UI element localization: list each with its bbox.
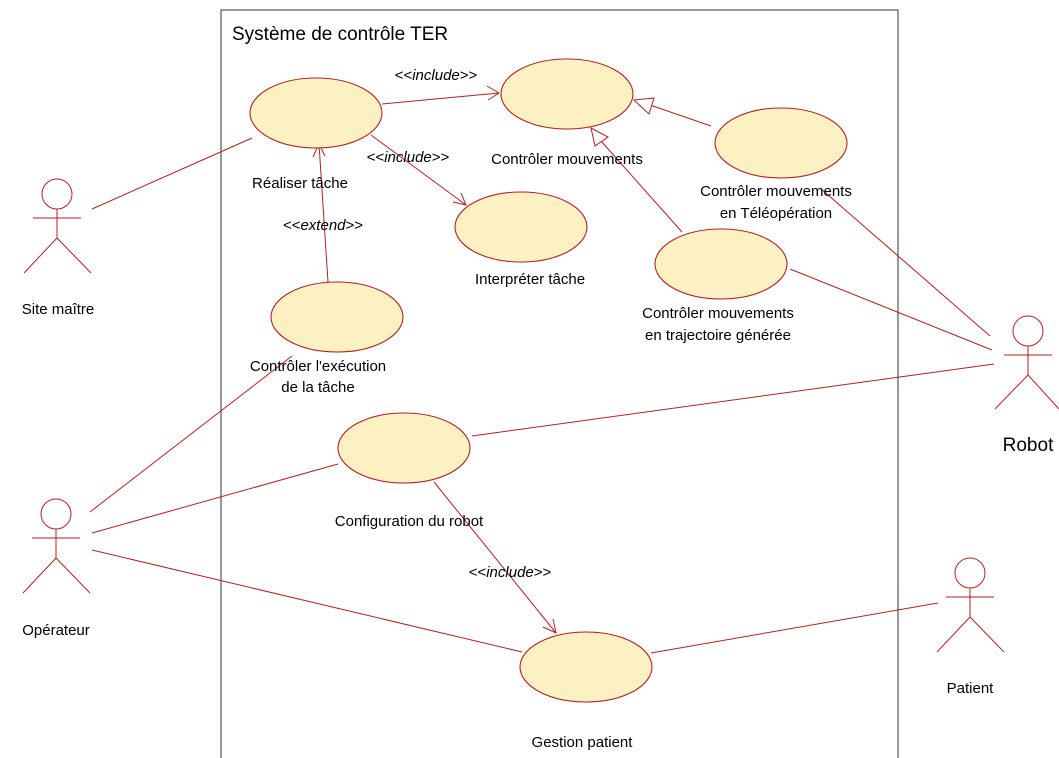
actor-site-maitre[interactable]: Site maître bbox=[22, 178, 95, 318]
stereotype-labels: <<include>> <<include>> <<extend>> <<inc… bbox=[283, 67, 552, 581]
actor-operateur[interactable]: Opérateur bbox=[22, 498, 91, 639]
generalization-trajectoire bbox=[600, 140, 683, 233]
use-case-label-line-1: Contrôler l'exécution bbox=[250, 358, 386, 375]
use-case-label: Gestion patient bbox=[532, 734, 634, 751]
assoc-operateur-execution bbox=[89, 355, 293, 513]
actor-patient[interactable]: Patient bbox=[936, 557, 1005, 697]
use-case-label: Interpréter tâche bbox=[475, 271, 585, 288]
assoc-trajectoire-robot bbox=[789, 268, 993, 351]
include-arrow-realiser-controler bbox=[381, 92, 500, 105]
assoc-operateur-gestion bbox=[91, 549, 523, 653]
use-case-controler-trajectoire[interactable]: Contrôler mouvements en trajectoire géné… bbox=[642, 228, 794, 344]
use-case-configuration-robot[interactable]: Configuration du robot bbox=[335, 412, 484, 530]
arrowhead-open bbox=[542, 618, 557, 634]
use-case-controler-execution[interactable]: Contrôler l'exécution de la tâche bbox=[250, 281, 404, 396]
assoc-operateur-configuration bbox=[91, 463, 339, 534]
dependencies bbox=[312, 85, 712, 634]
generalization-triangle bbox=[590, 127, 609, 147]
actor-head-icon bbox=[1012, 315, 1044, 347]
stereotype-extend: <<extend>> bbox=[283, 217, 363, 234]
actor-label: Patient bbox=[947, 680, 995, 697]
stereotype-include-1: <<include>> bbox=[395, 67, 478, 84]
use-case-label-line-1: Contrôler mouvements bbox=[700, 183, 852, 200]
use-case-label-line-2: de la tâche bbox=[281, 379, 354, 396]
assoc-site-maitre-realiser bbox=[91, 137, 253, 210]
generalization-teleoperation bbox=[649, 104, 712, 127]
assoc-configuration-robot bbox=[471, 363, 995, 437]
stereotype-include-2: <<include>> bbox=[367, 149, 450, 166]
associations bbox=[89, 137, 995, 654]
arrowhead-open bbox=[452, 192, 467, 206]
include-arrow-realiser-interpreter bbox=[370, 134, 467, 206]
use-case-label: Configuration du robot bbox=[335, 513, 484, 530]
use-case-label-line-1: Contrôler mouvements bbox=[642, 305, 794, 322]
actor-label: Robot bbox=[1003, 435, 1054, 456]
use-case-controler-mouvements[interactable]: Contrôler mouvements bbox=[491, 58, 643, 168]
use-case-controler-teleoperation[interactable]: Contrôler mouvements en Téléopération bbox=[700, 107, 852, 222]
assoc-teleoperation-robot bbox=[819, 187, 991, 337]
assoc-gestion-patient bbox=[650, 602, 939, 654]
use-case-label: Contrôler mouvements bbox=[491, 151, 643, 168]
system-title: Système de contrôle TER bbox=[232, 24, 448, 45]
include-arrow-configuration-gestion bbox=[433, 481, 557, 634]
generalization-triangle bbox=[632, 97, 655, 115]
stereotype-include-3: <<include>> bbox=[469, 564, 552, 581]
actor-head-icon bbox=[41, 178, 73, 210]
use-case-gestion-patient[interactable]: Gestion patient bbox=[519, 631, 653, 751]
system-boundary: Système de contrôle TER bbox=[220, 9, 899, 758]
actor-label: Site maître bbox=[22, 301, 95, 318]
actor-label: Opérateur bbox=[22, 622, 90, 639]
use-case-label-line-2: en trajectoire générée bbox=[645, 327, 791, 344]
use-case-realiser-tache[interactable]: Réaliser tâche bbox=[249, 77, 383, 192]
use-case-interpreter-tache[interactable]: Interpréter tâche bbox=[454, 191, 588, 288]
actor-head-icon bbox=[954, 557, 986, 589]
use-case-label: Réaliser tâche bbox=[252, 175, 348, 192]
actor-robot[interactable]: Robot bbox=[994, 315, 1059, 456]
arrowhead-open bbox=[486, 85, 500, 101]
extend-arrow-execution-realiser bbox=[318, 143, 329, 283]
use-case-label-line-2: en Téléopération bbox=[720, 205, 832, 222]
actor-head-icon bbox=[40, 498, 72, 530]
